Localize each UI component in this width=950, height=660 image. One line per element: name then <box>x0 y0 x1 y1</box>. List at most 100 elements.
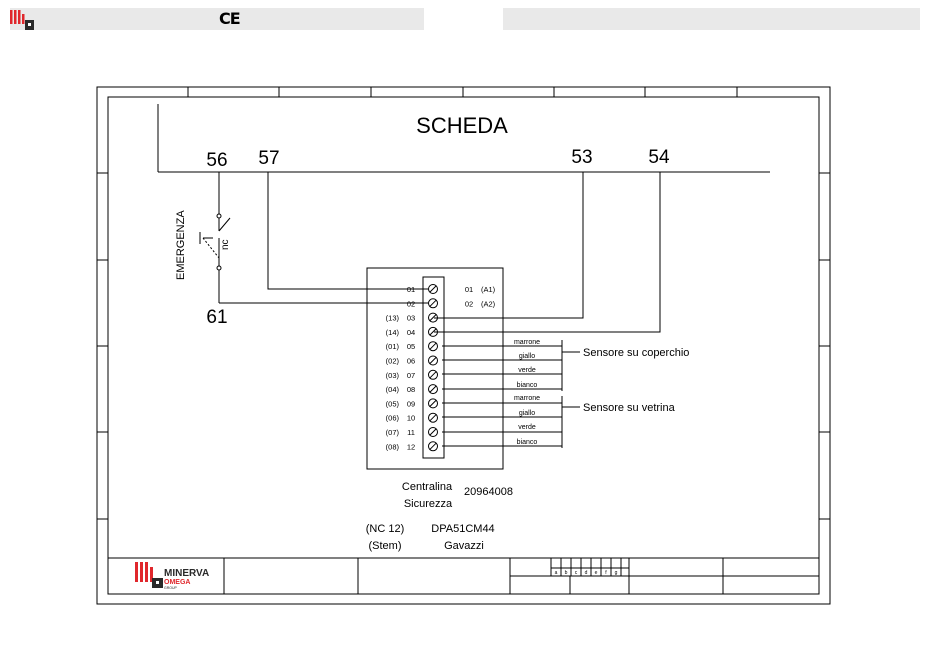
terminal-number-right: 01 <box>465 285 473 294</box>
wire-label: verde <box>518 367 536 374</box>
terminal-screw-icon <box>428 398 438 409</box>
terminal-coil-label: (A2) <box>481 299 496 308</box>
board-title: SCHEDA <box>416 113 508 138</box>
terminal-alt-number: (06) <box>386 414 400 423</box>
terminal-number: 10 <box>407 414 415 423</box>
terminal-row: (01) 05 <box>386 341 438 352</box>
wire-label: giallo <box>519 410 535 417</box>
terminal-number-right: 02 <box>465 299 473 308</box>
terminal-row: 01 (A1) 01 <box>407 284 496 294</box>
terminal-number: 01 <box>407 285 415 294</box>
wire-54 <box>434 172 661 333</box>
terminal-row: (03) 07 <box>386 369 438 380</box>
header-bar-right <box>503 8 920 30</box>
terminal-row: (13) 03 <box>386 312 438 323</box>
frame-ticks <box>97 87 830 520</box>
minerva-omega-logo-icon: MINERVA OMEGA GROUP <box>135 562 209 590</box>
terminal-screw-icon <box>428 441 438 452</box>
terminal-alt-number: (01) <box>386 342 400 351</box>
revision-letter: f <box>605 570 607 576</box>
unit-name-line1: Centralina <box>402 481 453 493</box>
board-wires <box>267 172 661 333</box>
terminal-number: 04 <box>407 328 415 337</box>
terminal-screw-icon <box>428 312 438 323</box>
terminal-alt-number: (13) <box>386 314 400 323</box>
terminal-row: (02) 06 <box>386 355 438 366</box>
terminal-screw-icon <box>428 341 438 352</box>
terminal-alt-number: (02) <box>386 357 400 366</box>
terminal-number: 12 <box>407 442 415 451</box>
terminal-57-label: 57 <box>258 148 279 169</box>
terminal-screw-icon <box>428 384 438 395</box>
terminal-alt-number: (04) <box>386 385 400 394</box>
wire-57 <box>267 172 428 290</box>
terminal-screw-icon <box>428 298 438 309</box>
terminal-strip <box>422 276 445 459</box>
header-bar-left <box>10 8 424 30</box>
revision-letter: b <box>565 570 568 576</box>
logo-text-group: GROUP <box>164 586 178 590</box>
terminal-screw-icon <box>428 326 438 337</box>
part-right-line2: Gavazzi <box>444 540 484 552</box>
terminal-number: 08 <box>407 385 415 394</box>
part-left-line1: (NC 12) <box>366 523 405 535</box>
terminal-row: (08) 12 <box>386 441 438 452</box>
terminal-56-label: 56 <box>206 150 227 171</box>
wire-label: verde <box>518 424 536 431</box>
terminal-screw-icon <box>428 369 438 380</box>
terminal-number: 07 <box>407 371 415 380</box>
terminal-screw-icon <box>428 412 438 423</box>
terminal-alt-number: (08) <box>386 442 400 451</box>
part-right-line1: DPA51CM44 <box>431 523 494 535</box>
wire-label: bianco <box>517 439 538 446</box>
terminal-screw-icon <box>428 355 438 366</box>
company-logo-icon <box>10 10 34 30</box>
revision-letter: c <box>575 570 578 576</box>
terminal-61-label: 61 <box>206 307 227 328</box>
emergency-label: EMERGENZA <box>175 210 187 280</box>
emergency-contact-label: nc <box>220 239 231 250</box>
ce-mark: CE <box>219 9 241 28</box>
wire-53 <box>434 172 584 319</box>
part-left-line2: (Stem) <box>369 540 402 552</box>
terminal-alt-number: (03) <box>386 371 400 380</box>
wire-label: giallo <box>519 353 535 360</box>
wire-label: marrone <box>514 395 540 402</box>
terminal-row: (14) 04 <box>386 326 438 337</box>
safety-unit-box <box>366 267 504 470</box>
unit-code: 20964008 <box>464 486 513 498</box>
wire-label: marrone <box>514 339 540 346</box>
terminal-screw-icon <box>428 284 438 294</box>
terminal-number: 03 <box>407 314 415 323</box>
sensor-showcase-label: Sensore su vetrina <box>583 402 676 414</box>
terminal-row: 02(A2)02 <box>407 298 496 309</box>
terminal-rows: 01(A1)0102(A2)02(13)03(14)04(01)05(02)06… <box>386 284 496 452</box>
sensor-wires <box>442 340 580 448</box>
terminal-row: (07) 11 <box>386 427 438 437</box>
wire-color-labels: marrone giallo verde bianco marrone gial… <box>514 339 540 446</box>
terminal-number: 05 <box>407 342 415 351</box>
logo-text-omega: OMEGA <box>164 579 190 586</box>
terminal-screw-icon <box>428 427 438 437</box>
wire-label: bianco <box>517 382 538 389</box>
terminal-row: (04) 08 <box>386 384 438 395</box>
terminal-54-label: 54 <box>648 147 670 168</box>
revision-letter: d <box>585 570 588 576</box>
title-block <box>108 557 819 594</box>
terminal-number: 06 <box>407 357 415 366</box>
sensor-cover-label: Sensore su coperchio <box>583 347 689 359</box>
revision-letter: g <box>615 570 618 576</box>
unit-name-line2: Sicurezza <box>404 498 453 510</box>
terminal-alt-number: (07) <box>386 428 400 437</box>
terminal-53-label: 53 <box>571 147 592 168</box>
revision-letters: a b c d e f g <box>555 570 618 576</box>
terminal-row: (06) 10 <box>386 412 438 423</box>
terminal-number: 11 <box>407 428 415 437</box>
revision-letter: a <box>555 570 558 576</box>
terminal-alt-number: (14) <box>386 328 400 337</box>
terminal-coil-label: (A1) <box>481 285 496 294</box>
terminal-row: (05) 09 <box>386 398 438 409</box>
terminal-number: 09 <box>407 399 415 408</box>
terminal-alt-number: (05) <box>386 399 400 408</box>
